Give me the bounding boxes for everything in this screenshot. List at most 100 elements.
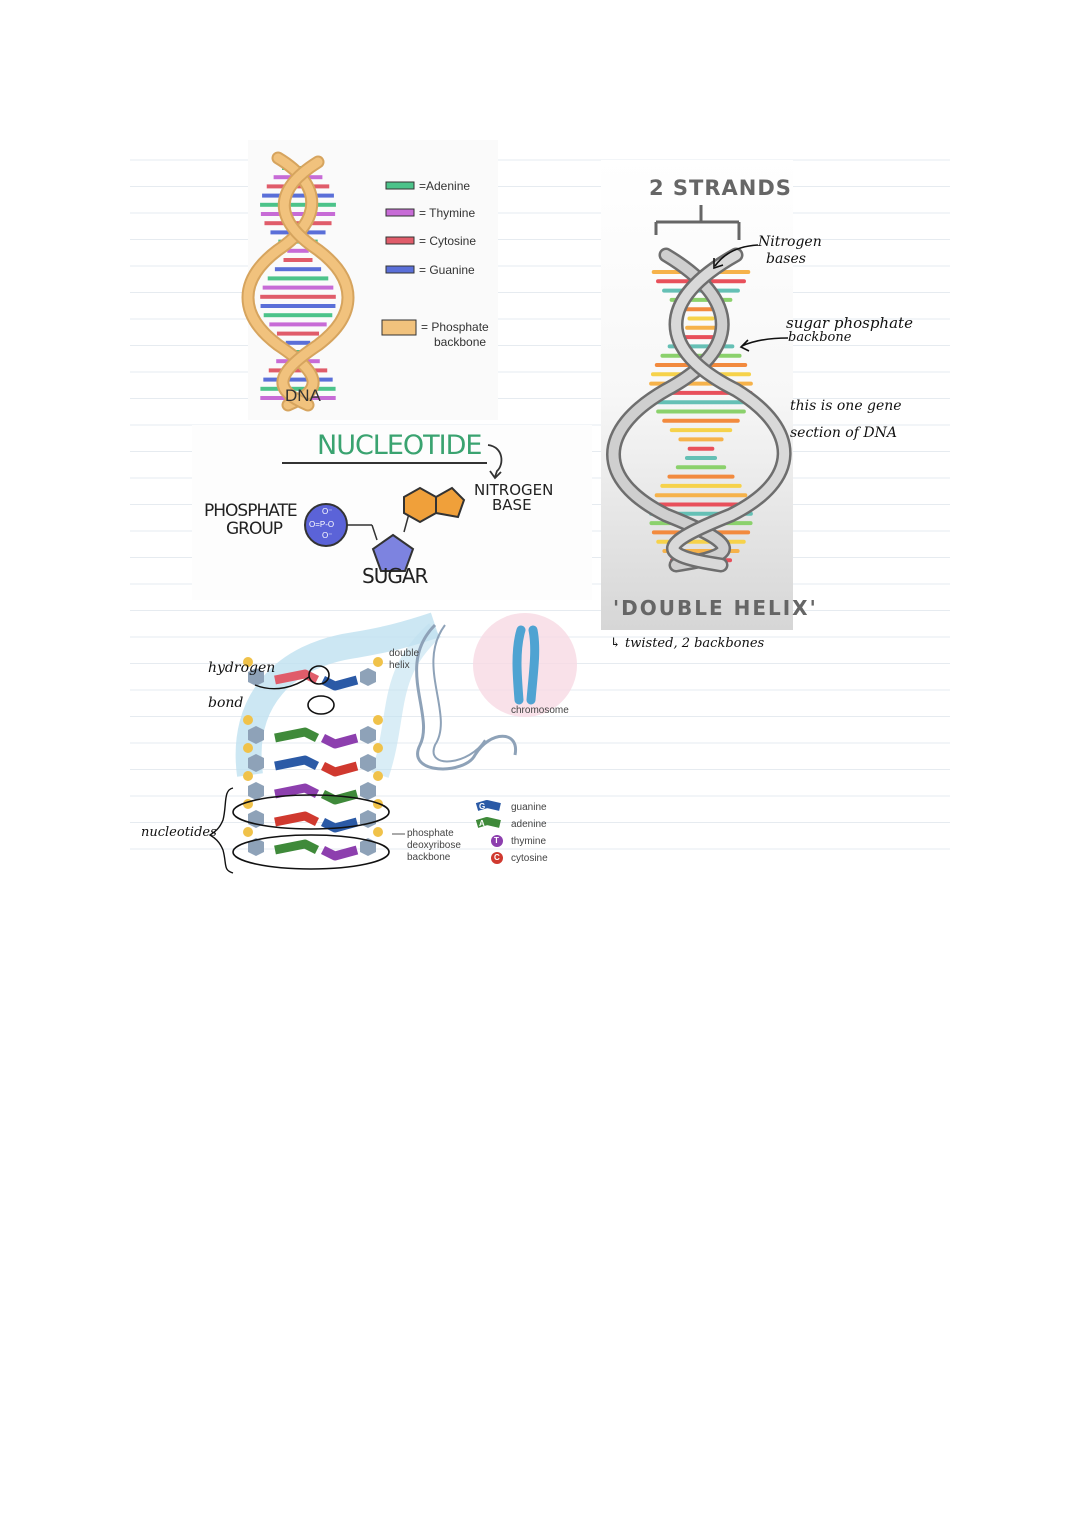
gene-note-1: this is one gene	[790, 398, 902, 414]
legend-base-marker	[491, 852, 503, 864]
dna-helix-illustration	[241, 151, 417, 412]
base-pair-rung	[285, 340, 311, 345]
base-left	[274, 811, 320, 827]
double-label: double	[389, 648, 420, 659]
oxygen-bottom: O⁻	[322, 531, 333, 540]
base-left	[274, 839, 320, 855]
backbone-label: backbone	[434, 335, 487, 349]
phosphate-node	[373, 715, 383, 725]
base-left	[274, 669, 320, 685]
base-pair-rung	[667, 474, 735, 479]
base-pair-rung	[651, 400, 751, 405]
base-pair-rung	[662, 418, 740, 423]
backbone-word-label: backbone	[407, 852, 451, 863]
base-pair-rung	[660, 483, 742, 488]
nucleotide-illustration	[282, 444, 503, 572]
sugar-pentagon	[371, 533, 415, 572]
cytosine-swatch	[385, 236, 415, 245]
dna-label: DNA	[285, 386, 321, 405]
base-pair-rung	[260, 212, 336, 216]
base-pair-rung	[260, 202, 336, 207]
nitrogen-bases-note-1: Nitrogen	[758, 234, 822, 250]
phosphate-node	[373, 771, 383, 781]
legend-a-letter: A	[479, 819, 485, 828]
nucleotide-title: NUCLEOTIDE	[317, 430, 482, 461]
phosphate-node	[373, 657, 383, 667]
base-pair-rung	[675, 465, 727, 470]
base-pair-rung	[283, 258, 313, 262]
base-pair-rung	[268, 368, 328, 373]
adenine-swatch	[385, 181, 415, 190]
sugar-block	[248, 754, 264, 772]
nucleotide-diagram: NUCLEOTIDE NITROGEN BASE PHOSPHATE GROUP…	[192, 425, 592, 600]
legend-adenine: adenine	[511, 819, 547, 830]
base-right	[320, 845, 359, 861]
phosphorus-formula: O=P-O	[309, 520, 335, 529]
base-pair-rung	[669, 428, 733, 433]
twisted-note: ↳ twisted, 2 backbones	[610, 636, 765, 651]
phosphate-node	[243, 827, 253, 837]
base-pair-rung	[684, 456, 718, 460]
helix-illustration	[606, 205, 792, 573]
base-pair-rung	[287, 248, 309, 253]
sugar-block	[360, 810, 376, 828]
nitrogen-bases-note-2: bases	[766, 251, 806, 267]
base-right	[320, 675, 359, 691]
base-left	[274, 727, 320, 743]
base-pair-rung	[687, 446, 715, 451]
structure-illustration	[208, 612, 577, 874]
sugar-block	[360, 668, 376, 686]
sugar-block	[360, 726, 376, 744]
nucleotides-label: nucleotides	[141, 825, 217, 840]
thymine-swatch	[385, 208, 415, 217]
thymine-label: = Thymine	[419, 206, 476, 220]
base-pair-rung	[264, 221, 332, 226]
base-pair-rung	[685, 325, 717, 330]
gene-note-2: section of DNA	[790, 425, 897, 441]
base-pair-rung	[260, 304, 336, 308]
base-label: BASE	[492, 496, 532, 514]
sugar-block	[248, 668, 264, 686]
base-pair-rung	[687, 316, 715, 321]
oxygen-top: O⁻	[322, 507, 333, 516]
backbone-swatch	[381, 319, 417, 336]
legend-cytosine: cytosine	[511, 853, 548, 864]
legend-g-letter: G	[479, 802, 486, 811]
phosphate-node	[373, 743, 383, 753]
dna-structure-diagram: hydrogen bond nucleotides double helix c…	[135, 605, 595, 875]
helix-label: helix	[389, 660, 410, 671]
base-pair-rung	[650, 502, 752, 507]
phosphate-circle	[304, 503, 348, 547]
bond-label: bond	[208, 695, 244, 711]
sugar-block	[248, 782, 264, 800]
legend-t-letter: T	[494, 836, 499, 845]
double-helix-diagram: 2 STRANDS 'DOUBLE HELIX'	[601, 160, 816, 630]
dna-legend-diagram: =Adenine = Thymine = Cytosine = Guanine …	[241, 140, 498, 420]
sugar-block	[360, 838, 376, 856]
base-pair-rung	[263, 377, 333, 382]
base-pair-rung	[654, 493, 748, 498]
base-pair-rung	[260, 294, 336, 299]
phosphate-label: = Phosphate	[421, 320, 489, 334]
base-pair-rung	[678, 437, 724, 442]
phosphate-node	[243, 657, 253, 667]
sugar-block	[248, 838, 264, 856]
base-pair-rung	[269, 322, 327, 327]
phosphate-node	[243, 715, 253, 725]
sugar-block	[248, 726, 264, 744]
base-pair-rung	[262, 193, 334, 198]
sugar-block	[360, 782, 376, 800]
legend-guanine: guanine	[511, 802, 547, 813]
legend-base-marker	[475, 800, 501, 811]
base-left	[274, 755, 320, 771]
base-pair-rung	[262, 285, 334, 290]
legend-base-marker	[491, 835, 503, 847]
sugar-phosphate-note-1: sugar phosphate	[786, 314, 913, 332]
guanine-label: = Guanine	[419, 263, 475, 277]
legend-base-marker	[475, 817, 501, 828]
chromosome-label: chromosome	[511, 705, 569, 716]
base-pair-rung	[267, 276, 329, 281]
legend-c-letter: C	[494, 853, 500, 862]
base-right	[320, 761, 359, 777]
